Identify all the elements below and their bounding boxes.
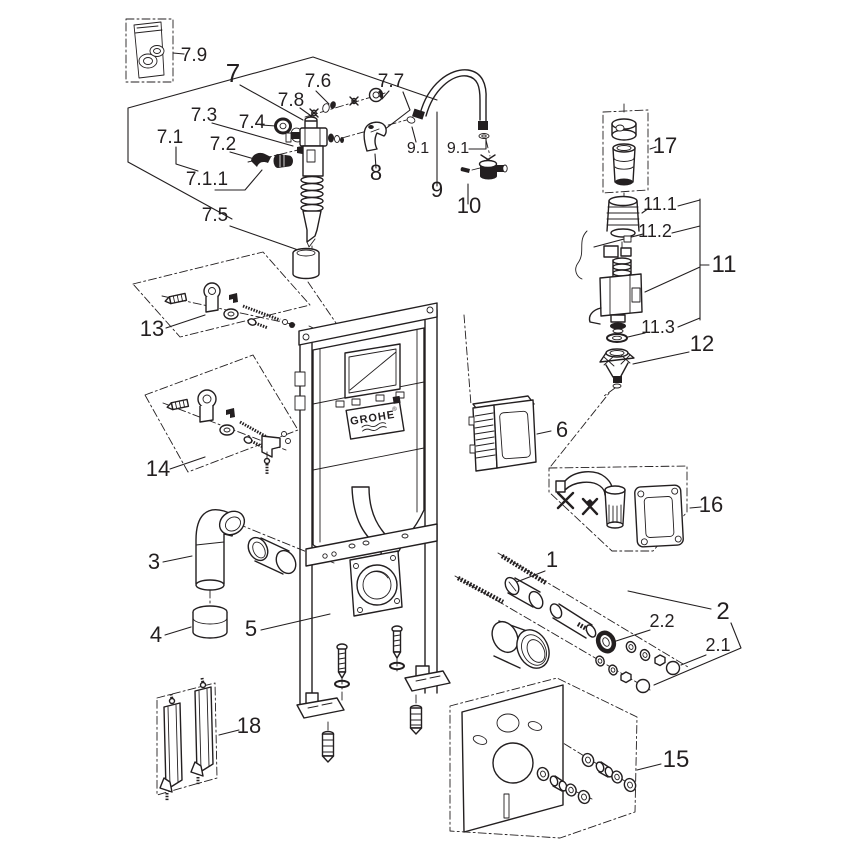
top-beam (298, 302, 438, 346)
small-screw (263, 457, 271, 474)
part-label-15: 15 (663, 746, 690, 773)
part-label-11.2: 11.2 (638, 221, 672, 241)
part-label-7.1.1: 7.1.1 (186, 169, 228, 190)
part-label-7.8: 7.8 (278, 90, 304, 111)
inspection-opening (335, 343, 405, 408)
rail-right (190, 677, 214, 785)
grohe-badge: GROHE ® (345, 395, 405, 440)
bolt (247, 318, 269, 330)
part-label-9.1: 9.1 (447, 140, 469, 157)
part-label-5: 5 (245, 616, 257, 641)
part-label-6: 6 (556, 417, 568, 442)
rail-left (159, 693, 183, 801)
part-label-7.6: 7.6 (305, 71, 331, 92)
cap-4 (192, 605, 228, 639)
actuation-set-16 (548, 465, 688, 552)
pan-grommet (491, 620, 550, 669)
fill-valve-small-parts (251, 87, 384, 169)
fill-valve-cup (292, 247, 320, 280)
support-rails-18 (156, 677, 218, 801)
wall-plugs (321, 704, 423, 763)
part-label-7.2: 7.2 (210, 134, 236, 155)
wall-plug (164, 292, 188, 305)
part-label-1: 1 (546, 547, 558, 572)
coupling-sleeve (247, 536, 297, 575)
part-label-4: 4 (150, 622, 162, 647)
bellows-11-1 (606, 195, 640, 243)
bracket-set-13 (132, 251, 311, 338)
sleeve (504, 576, 544, 610)
part-label-7.1: 7.1 (157, 127, 183, 148)
part-label-7.7: 7.7 (378, 71, 404, 92)
hanger-bracket (203, 282, 221, 313)
part-label-2: 2 (716, 598, 729, 625)
part-label-7.4: 7.4 (239, 112, 266, 133)
frame-feet (296, 665, 451, 719)
part-label-8: 8 (370, 160, 382, 185)
part-label-7.9: 7.9 (181, 45, 207, 66)
inlet-elbow-7-1-1 (251, 152, 271, 167)
registered-mark: ® (392, 405, 398, 413)
installation-frame-5: GROHE ® (294, 302, 451, 719)
l-bracket (261, 435, 281, 458)
sound-insulation-set-15 (449, 677, 638, 839)
seal-2-2 (595, 630, 617, 654)
outlet-flange (349, 550, 403, 617)
union-nut-7-2 (273, 154, 293, 169)
washer-spacer-chain (536, 752, 637, 805)
part-label-7.3: 7.3 (191, 105, 217, 126)
fixing-rod-set-1 (456, 554, 548, 610)
part-label-9: 9 (431, 177, 443, 202)
part-label-11.3: 11.3 (641, 317, 675, 337)
seal-11-3 (606, 333, 628, 343)
fixing-screws (334, 625, 405, 689)
wire-11-2 (575, 230, 588, 280)
part-label-18: 18 (237, 713, 261, 738)
supply-hose-9 (406, 69, 490, 139)
wall-plug (166, 398, 190, 411)
part-label-7.5: 7.5 (202, 205, 228, 226)
connection-set-2 (491, 603, 681, 694)
piston-17 (602, 109, 649, 194)
hanger-bracket (197, 389, 217, 423)
part-label-11.1: 11.1 (643, 194, 677, 214)
valve-screw (460, 167, 470, 173)
connection-tube (549, 603, 597, 639)
part-label-7: 7 (226, 58, 240, 88)
clip (226, 408, 235, 418)
leader-lines (127, 52, 742, 771)
part-label-13: 13 (140, 316, 164, 341)
spare-parts-bag-7-9 (125, 18, 174, 83)
part-label-16: 16 (699, 492, 723, 517)
part-label-2.1: 2.1 (705, 635, 730, 655)
part-label-14: 14 (146, 456, 170, 481)
clip (229, 293, 238, 303)
part-label-10: 10 (457, 193, 481, 218)
bolt (243, 436, 264, 449)
screw-set-7-6-7-8 (309, 96, 359, 118)
mounting-clip-8 (363, 121, 387, 152)
protection-box-6 (468, 395, 537, 472)
part-label-17: 17 (653, 133, 677, 158)
angle-valve-10 (460, 154, 508, 180)
flush-valve-11 (588, 245, 643, 334)
fill-valve (285, 116, 344, 248)
washer-nut-cap-set-2-1 (595, 640, 681, 694)
flush-cup (604, 485, 626, 529)
no-tools-icons (556, 491, 599, 516)
part-label-3: 3 (148, 549, 160, 574)
flush-bend-small (555, 471, 613, 496)
outlet-elbow-3 (195, 509, 246, 591)
part-label-2.2: 2.2 (649, 611, 674, 631)
part-labels: 7.9 7 7.6 7.7 7.8 7.3 7.4 7.1 7.2 7.1.1 7.5 8 9.1 9.1… (140, 45, 737, 773)
bracket-set-14 (144, 354, 299, 474)
part-label-12: 12 (690, 331, 714, 356)
cap-7-7 (368, 87, 384, 103)
part-label-11: 11 (712, 251, 737, 278)
outlet-12 (599, 348, 635, 389)
mounting-frame (634, 484, 684, 548)
part-label-9.1: 9.1 (407, 140, 429, 157)
